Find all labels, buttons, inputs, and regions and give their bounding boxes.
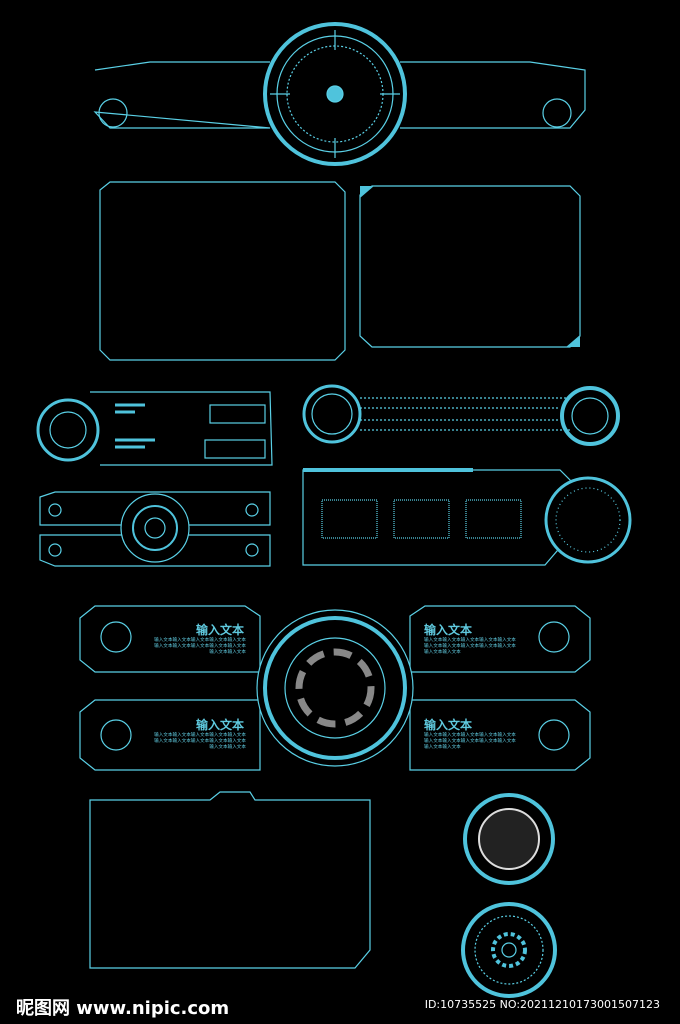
panel-body: 输入文本输入文本输入文本输入文本输入文本输入文本输入文本输入文本输入文本输入文本… xyxy=(154,733,246,750)
small-hud-left xyxy=(36,391,273,466)
frame-right xyxy=(359,185,581,348)
frame-bottom xyxy=(89,791,371,969)
panel-body: 输入文本输入文本输入文本输入文本输入文本输入文本输入文本输入文本输入文本输入文本… xyxy=(424,733,516,750)
panel-body: 输入文本输入文本输入文本输入文本输入文本输入文本输入文本输入文本输入文本输入文本… xyxy=(424,638,516,655)
screen-panel-hud xyxy=(302,468,632,566)
watermark-id: ID:10735525 NO:20211210173001507123 xyxy=(424,998,660,1011)
panel-title: 输入文本 xyxy=(424,623,473,637)
text-panels-hud xyxy=(79,605,591,771)
panel-title: 输入文本 xyxy=(196,623,245,637)
watermark-site: 昵图网 www.nipic.com xyxy=(16,998,230,1019)
line-gauge-hud xyxy=(302,384,620,446)
double-panel-hud xyxy=(39,491,271,567)
panel-body: 输入文本输入文本输入文本输入文本输入文本输入文本输入文本输入文本输入文本输入文本… xyxy=(154,638,246,655)
frame-left xyxy=(99,181,346,361)
round-gauges xyxy=(461,793,557,998)
panel-title: 输入文本 xyxy=(424,718,473,732)
panel-title: 输入文本 xyxy=(196,718,245,732)
top-banner-frame xyxy=(93,22,586,166)
